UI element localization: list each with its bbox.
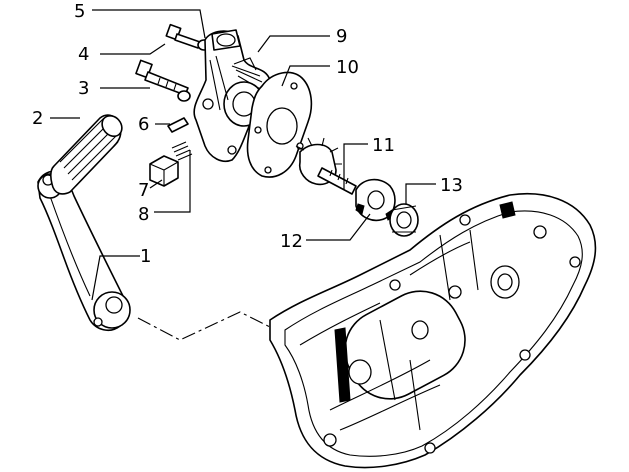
callout-4: 4: [78, 44, 89, 65]
callout-leaders: [50, 9, 436, 301]
callout-1: 1: [140, 246, 151, 267]
ball-bearing: [389, 203, 419, 237]
callout-8: 8: [138, 204, 149, 225]
callout-10: 10: [336, 57, 359, 78]
callout-labels: 1 2 3 4 5 6 7 8 9 10 11 12 13: [32, 1, 463, 267]
crankcase-cover: [269, 193, 597, 469]
hex-bolt: [149, 155, 179, 187]
callout-5: 5: [74, 1, 85, 22]
short-bolt: [165, 23, 211, 51]
housing-gasket: [246, 71, 313, 178]
return-spring: [171, 141, 193, 161]
long-bolt: [135, 59, 191, 102]
callout-7: 7: [138, 180, 149, 201]
kickstart-shaft: [295, 137, 357, 195]
pedal-rubber-grip: [49, 114, 123, 195]
toothed-nut: [355, 178, 396, 222]
callout-2: 2: [32, 108, 43, 129]
spring-pin: [167, 117, 189, 133]
callout-12: 12: [280, 231, 303, 252]
callout-3: 3: [78, 78, 89, 99]
kickstart-lever: [37, 170, 131, 332]
callout-9: 9: [336, 26, 347, 47]
assembly-centerline: [137, 311, 273, 341]
callout-13: 13: [440, 175, 463, 196]
callout-11: 11: [372, 135, 395, 156]
callout-6: 6: [138, 114, 149, 135]
